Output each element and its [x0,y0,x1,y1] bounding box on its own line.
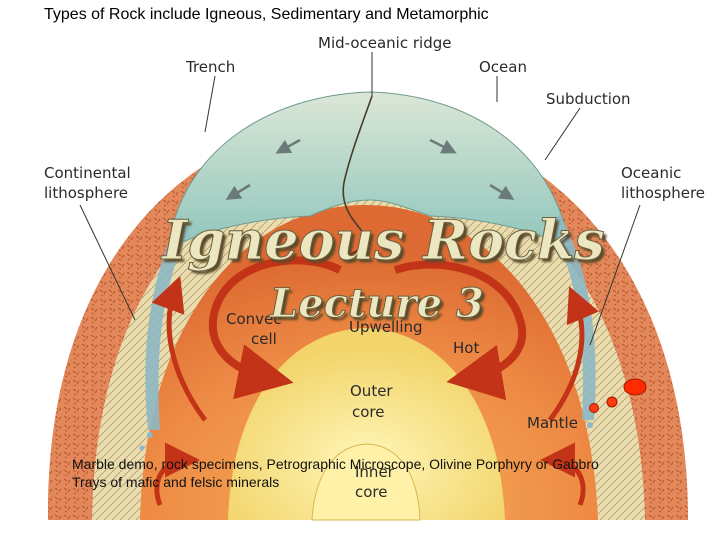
label-outer-core-2: core [352,403,385,421]
label-mid-oceanic-ridge: Mid-oceanic ridge [318,34,452,52]
label-oceanic-lithosphere-1: Oceanic [621,164,682,182]
magma-blob-small [589,403,599,413]
ocean-layer [167,91,571,252]
label-hot: Hot [453,339,480,357]
convection-arrow-left [208,256,342,400]
outer-core-region [228,328,505,520]
label-convection-1: Convec [226,310,282,328]
label-inner-core-2: core [355,483,388,501]
label-convection-2: cell [251,330,277,348]
slide-subtitle: Types of Rock include Igneous, Sedimenta… [44,6,489,23]
slide-notes: Marble demo, rock specimens, Petrographi… [72,455,599,491]
deep-arrow-right [547,286,599,422]
slide-title: Igneous Rocks [162,208,606,273]
slide-lecture: Lecture 3 [270,280,485,328]
magma-blob-large [623,378,647,396]
note-line-2: Trays of mafic and felsic minerals [72,474,280,490]
label-trench: Trench [186,58,236,76]
inner-core-region [311,443,421,521]
label-upwelling: Upwelling [349,318,423,336]
label-oceanic-lithosphere-2: lithosphere [621,184,706,202]
convection-arrow-right [393,260,527,401]
label-ocean: Ocean [479,58,527,76]
label-continental-lithosphere-2: lithosphere [44,184,129,202]
label-mantle: Mantle [527,414,578,432]
magma-blob-medium [606,396,618,408]
label-inner-core-1: Inner [355,463,394,481]
label-continental-lithosphere-1: Continental [44,164,131,182]
subduction-slab-left [145,220,190,430]
note-line-1: Marble demo, rock specimens, Petrographi… [72,456,599,472]
label-outer-core-1: Outer [350,382,393,400]
deep-arrow-left [151,275,208,422]
subduction-slab-right [548,215,596,420]
ridge-crack [342,95,373,241]
label-subduction: Subduction [546,90,631,108]
